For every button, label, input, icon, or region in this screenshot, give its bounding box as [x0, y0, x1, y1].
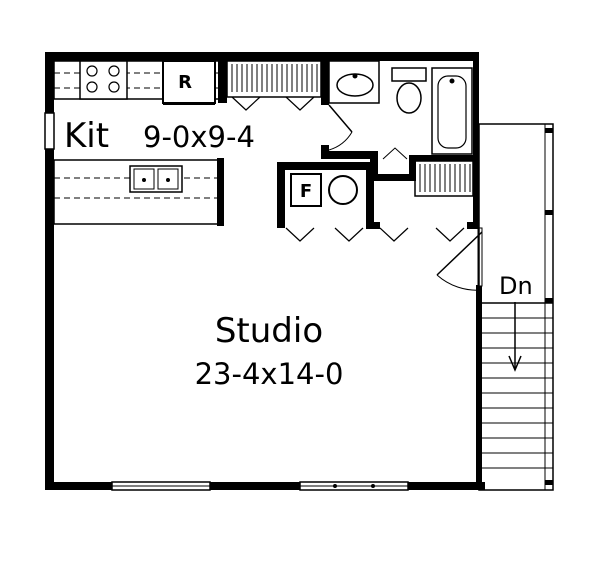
water-heater: [328, 175, 358, 205]
mechanical-closet: [277, 162, 374, 242]
entry-door: [436, 227, 483, 291]
bathroom-vanity: [328, 60, 380, 104]
exterior-walls: [45, 52, 485, 490]
closet-1: [226, 60, 322, 111]
furnace: [290, 173, 322, 207]
stove: [79, 60, 128, 100]
exterior-stair: [478, 123, 554, 491]
studio-name: Studio: [215, 311, 323, 351]
bathtub: [431, 67, 473, 155]
kitchen-window: [44, 112, 55, 150]
studio-dimensions: 23-4x14-0: [195, 357, 344, 391]
kitchen: [44, 55, 227, 226]
toilet-bowl: [396, 82, 422, 114]
closet-2: [366, 160, 479, 242]
refrigerator-label: R: [178, 72, 192, 93]
furnace-label: F: [300, 181, 312, 202]
stair-direction-label: Dn: [499, 272, 533, 300]
bottom-windows: [111, 481, 409, 491]
kitchen-sink: [129, 165, 183, 193]
kitchen-name: Kit: [64, 116, 109, 156]
toilet-tank: [391, 67, 427, 82]
kitchen-dimensions: 9-0x9-4: [143, 120, 255, 154]
